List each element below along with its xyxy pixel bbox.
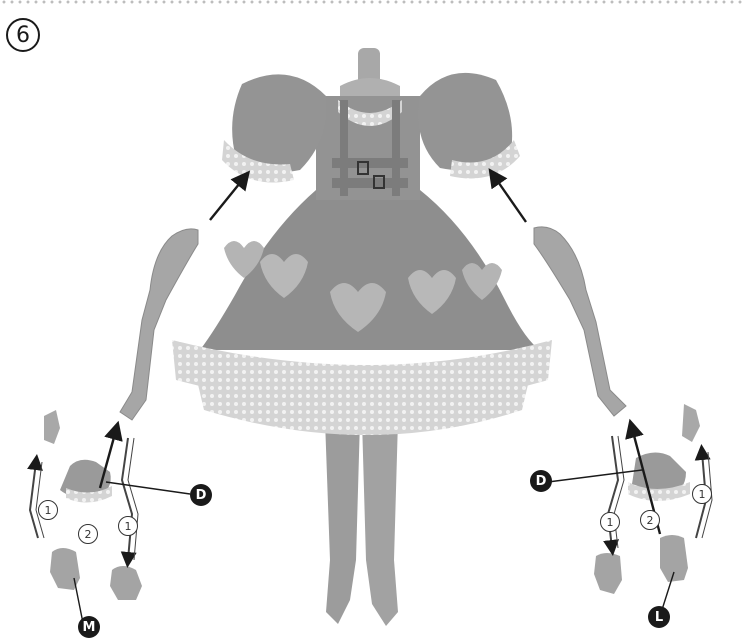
doll-legs [325,420,398,626]
step-marker-right-up: 1 [692,484,712,504]
step-marker-left-down: 1 [118,516,138,536]
label-l: L [648,606,670,628]
left-hand-assembly [30,410,190,628]
step-marker-left-mid: 2 [78,524,98,544]
step-marker-left-up: 1 [38,500,58,520]
right-attach-arrow [494,176,526,222]
dress-bodice [316,96,420,200]
right-arm [534,227,626,416]
left-attach-arrow [210,178,244,220]
label-d-right: D [530,470,552,492]
label-d-left: D [190,484,212,506]
dress-skirt [172,190,552,435]
right-hand-assembly [548,404,712,616]
step-marker-right-mid: 2 [640,510,660,530]
label-m: M [78,616,100,638]
left-arm [120,229,198,420]
step-marker-right-down: 1 [600,512,620,532]
